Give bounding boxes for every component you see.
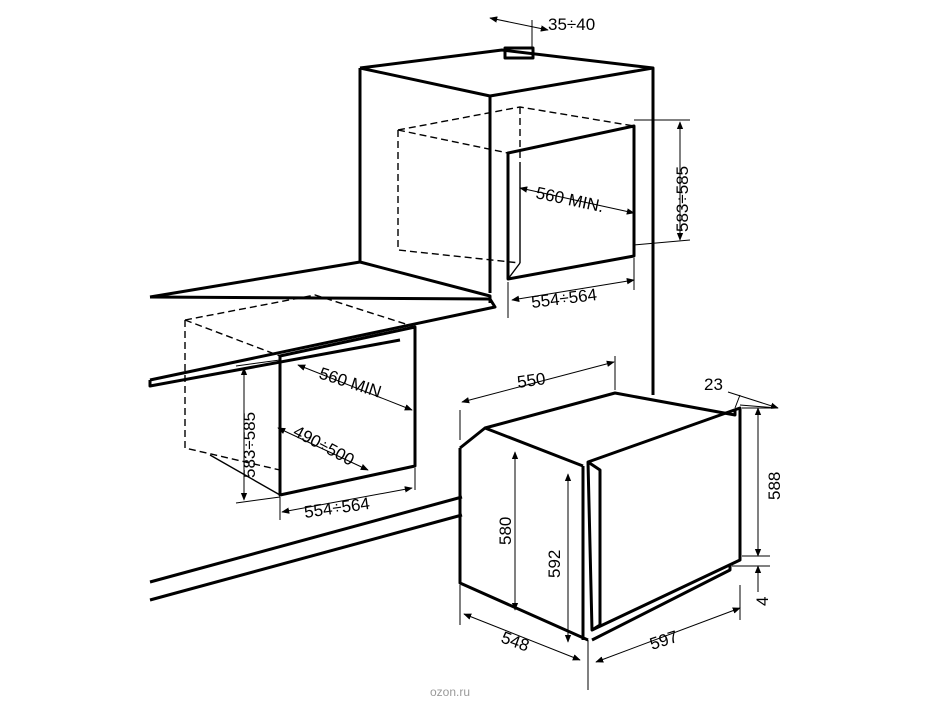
label-oven-top-depth: 550 [516,369,547,392]
dimension-lines [235,16,779,690]
top-vent-slot [503,46,535,60]
upper-niche [397,106,636,281]
label-oven-body-height: 580 [496,517,515,545]
label-upper-width: 554÷564 [530,285,598,312]
label-lower-width: 554÷564 [303,494,371,522]
label-lower-inner-depth: 490÷500 [290,422,357,470]
label-lower-height: 583÷585 [240,412,259,478]
label-lower-depth: 560 MIN [317,364,384,402]
label-upper-height: 583÷585 [673,166,692,232]
label-oven-side-height: 592 [545,550,564,578]
lower-niche [184,294,417,497]
oven [458,391,742,642]
label-oven-depth: 548 [499,628,532,656]
label-upper-depth: 560 MIN. [534,183,605,216]
watermark: ozon.ru [430,685,470,699]
label-oven-front-thickness: 23 [704,375,723,394]
label-oven-front-height: 588 [765,472,784,500]
worktop [148,260,497,602]
dimension-labels: 35÷40 560 MIN. 583÷585 554÷564 560 MIN 5… [240,15,784,699]
label-top-depth: 35÷40 [548,15,595,34]
label-oven-width: 597 [647,627,680,654]
label-oven-bottom-gap: 4 [753,597,772,606]
